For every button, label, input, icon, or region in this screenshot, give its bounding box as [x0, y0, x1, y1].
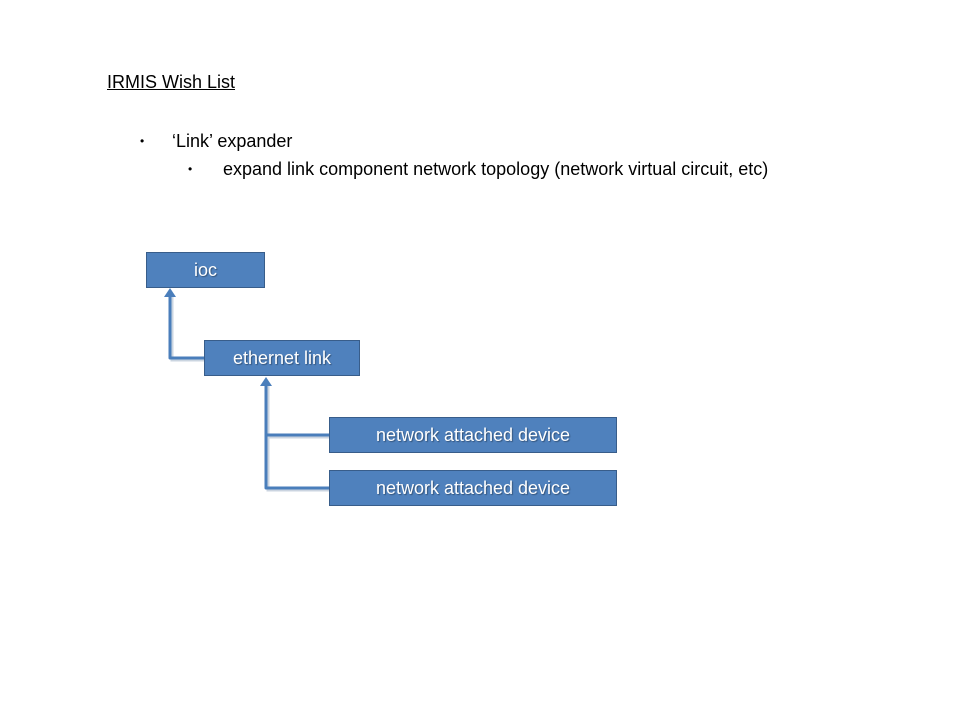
page-title: IRMIS Wish List [107, 72, 236, 92]
node-ioc: ioc [146, 252, 265, 288]
bullet-text: expand link component network topology (… [223, 159, 769, 179]
connector-device2-to-eth [264, 435, 329, 490]
connector-device1-to-eth [264, 385, 329, 437]
node-network-attached-device-2: network attached device [329, 470, 617, 506]
bullet-item-link-expander: • ‘Link’ expander [140, 127, 640, 155]
bullet-text: ‘Link’ expander [172, 131, 293, 151]
connector-eth-to-ioc [168, 296, 204, 360]
node-network-attached-device-1: network attached device [329, 417, 617, 453]
arrow-head-ioc [164, 288, 176, 297]
bullet-item-expand-topology: • expand link component network topology… [188, 155, 788, 215]
bullet-marker: • [188, 162, 193, 176]
bullet-marker: • [140, 134, 145, 148]
arrow-head-eth [260, 377, 272, 386]
node-ethernet-link: ethernet link [204, 340, 360, 376]
